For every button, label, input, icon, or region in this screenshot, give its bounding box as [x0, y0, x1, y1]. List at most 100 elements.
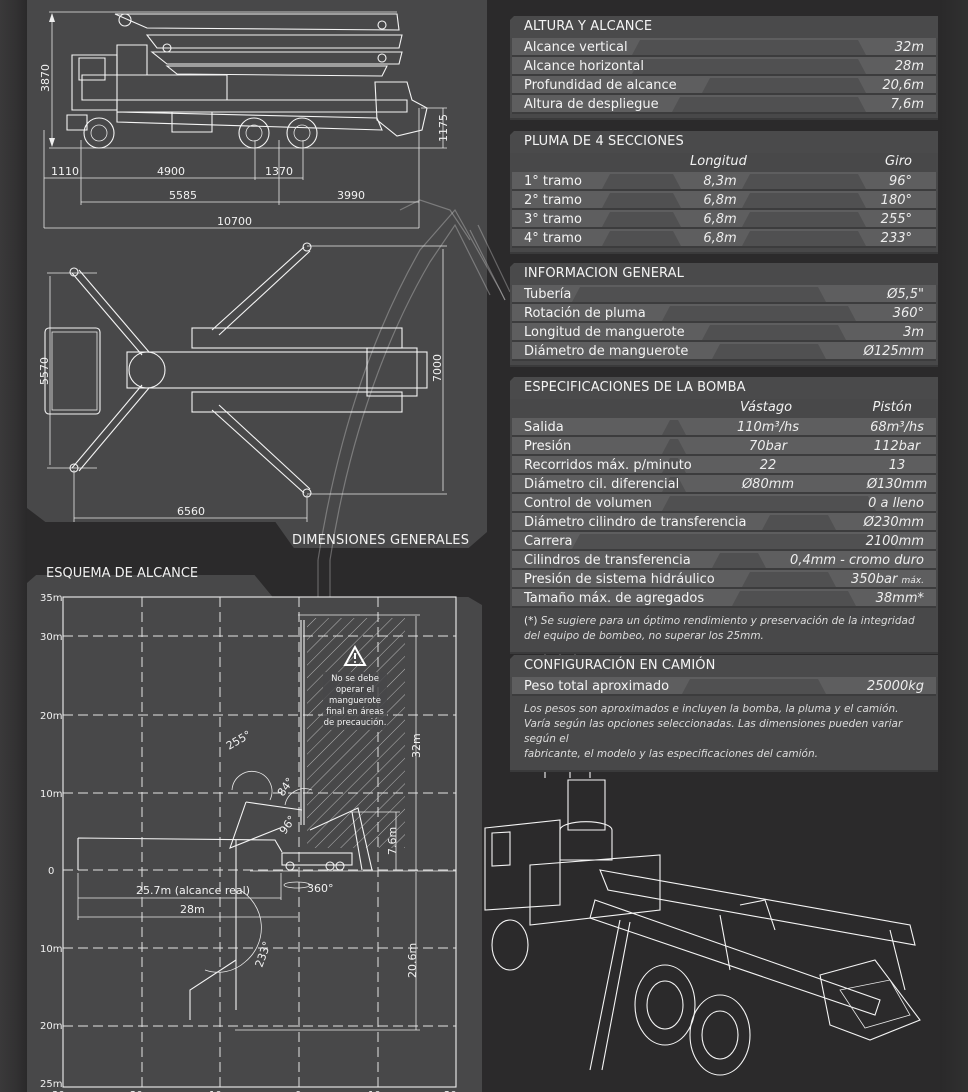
dim-5585: 5585	[169, 189, 197, 202]
bomba-piston-value: 112bar	[873, 439, 921, 454]
dim-10700: 10700	[217, 215, 252, 228]
info-general-title: INFORMACION GENERAL	[524, 266, 684, 281]
dim-3990: 3990	[337, 189, 365, 202]
bomba-title: ESPECIFICACIONES DE LA BOMBA	[524, 380, 746, 395]
x-label-10: 10m	[209, 1090, 231, 1092]
bomba-column-headers: Vástago Pistón	[512, 399, 936, 418]
spec-value: 32m	[894, 40, 924, 55]
spec-label: Tamaño máx. de agregados	[524, 591, 705, 606]
truck-isometric-illustration	[484, 750, 921, 1076]
reach-diagram: 35m 30m 20m 10m 0 10m 20m 25m 30m 20m 10…	[40, 593, 466, 1092]
warning-triangle-icon	[343, 644, 367, 666]
dim-1110: 1110	[51, 165, 79, 178]
spec-value: 2100mm	[865, 534, 924, 549]
dimensions-panel	[27, 0, 487, 548]
spec-value: Ø230mm	[863, 515, 924, 530]
warning-line-5: de precaución.	[324, 717, 387, 728]
spec-label: Peso total aproximado	[524, 679, 670, 694]
bomba-col-vastago: Vástago	[740, 400, 793, 415]
x-label-20: 20m	[130, 1090, 152, 1092]
x-label-30: 30m	[52, 1090, 74, 1092]
spec-label: Diámetro cilindro de transferencia	[524, 515, 747, 530]
pluma-panel: PLUMA DE 4 SECCIONES Longitud Giro 1° tr…	[510, 131, 938, 252]
spec-label: Altura de despliegue	[524, 97, 659, 112]
pluma-col-giro: Giro	[885, 154, 912, 169]
y-label-10: 10m	[40, 789, 62, 800]
pluma-col-longitud: Longitud	[690, 154, 747, 169]
dim-20-6m: 20.6m	[406, 943, 419, 978]
spec-value: Ø5,5"	[887, 287, 924, 302]
warning-line-1: No se debe	[331, 674, 379, 684]
spec-row: Alcance horizontal 28m	[512, 57, 936, 76]
x-label-pos20: 20m	[444, 1090, 466, 1092]
spec-value: 25000kg	[866, 679, 924, 694]
angle-84: 84°	[275, 775, 297, 798]
pluma-label: 3° tramo	[524, 212, 582, 227]
spec-label: Alcance horizontal	[524, 59, 644, 74]
spec-row: Diámetro cilindro de transferencia Ø230mm	[512, 513, 936, 532]
y-label-neg25: 25m	[40, 1079, 62, 1090]
side-view-drawing: 3870 1175 1110 4900 1370 5585 3990 10700	[39, 11, 450, 229]
bomba-piston-value: 68m³/hs	[870, 420, 924, 435]
spec-value: 360°	[892, 306, 924, 321]
x-label-pos10: 10m	[368, 1090, 390, 1092]
bomba-label: Salida	[524, 420, 564, 435]
dim-7-6m: 7.6m	[386, 827, 399, 855]
spec-label: Longitud de manguerote	[524, 325, 685, 340]
spec-label: Rotación de pluma	[524, 306, 646, 321]
bomba-label: Diámetro cil. diferencial	[524, 477, 680, 492]
bomba-panel: ESPECIFICACIONES DE LA BOMBA Vástago Pis…	[510, 377, 938, 652]
camion-panel: CONFIGURACIÓN EN CAMIÓN Peso total aprox…	[510, 655, 938, 770]
spec-label: Profundidad de alcance	[524, 78, 677, 93]
spec-label: Control de volumen	[524, 496, 652, 511]
right-edge-strip	[940, 0, 968, 1092]
spec-value: Ø125mm	[863, 344, 924, 359]
spec-label: Carrera	[524, 534, 573, 549]
pluma-length: 6,8m	[703, 231, 737, 246]
angle-233: 233°	[253, 940, 274, 969]
reach-panel	[27, 575, 482, 1092]
y-label-20: 20m	[40, 711, 62, 722]
left-edge-strip	[0, 0, 27, 1092]
y-label-neg20: 20m	[40, 1021, 62, 1032]
y-label-neg10: 10m	[40, 944, 62, 955]
pluma-turn: 96°	[888, 174, 912, 189]
dim-32m: 32m	[410, 733, 423, 758]
dim-6560: 6560	[177, 505, 205, 518]
dim-1370: 1370	[265, 165, 293, 178]
pluma-turn: 255°	[880, 212, 912, 227]
dim-28m: 28m	[180, 903, 205, 916]
camion-note: Los pesos son aproximados e incluyen la …	[524, 703, 903, 760]
bomba-vastago-value: 70bar	[748, 439, 788, 454]
dimensions-title: DIMENSIONES GENERALES	[292, 533, 470, 548]
x-label-0: 0	[295, 1090, 301, 1092]
bomba-piston-value: 13	[888, 458, 906, 473]
spec-value: 350bar máx.	[850, 572, 924, 587]
altura-alcance-title: ALTURA Y ALCANCE	[524, 19, 653, 34]
spec-row: Rotación de pluma 360°	[512, 304, 936, 323]
spec-value: 0 a lleno	[868, 496, 924, 511]
pluma-label: 2° tramo	[524, 193, 582, 208]
spec-row: Carrera 2100mm	[512, 532, 936, 551]
bomba-piston-value: Ø130mm	[866, 477, 928, 492]
spec-value: 28m	[894, 59, 924, 74]
spec-row: Peso total aproximado 25000kg	[512, 677, 936, 696]
spec-label: Cilindros de transferencia	[524, 553, 691, 568]
pluma-turn: 180°	[880, 193, 912, 208]
angle-255: 255°	[224, 728, 253, 753]
pluma-length: 8,3m	[703, 174, 737, 189]
